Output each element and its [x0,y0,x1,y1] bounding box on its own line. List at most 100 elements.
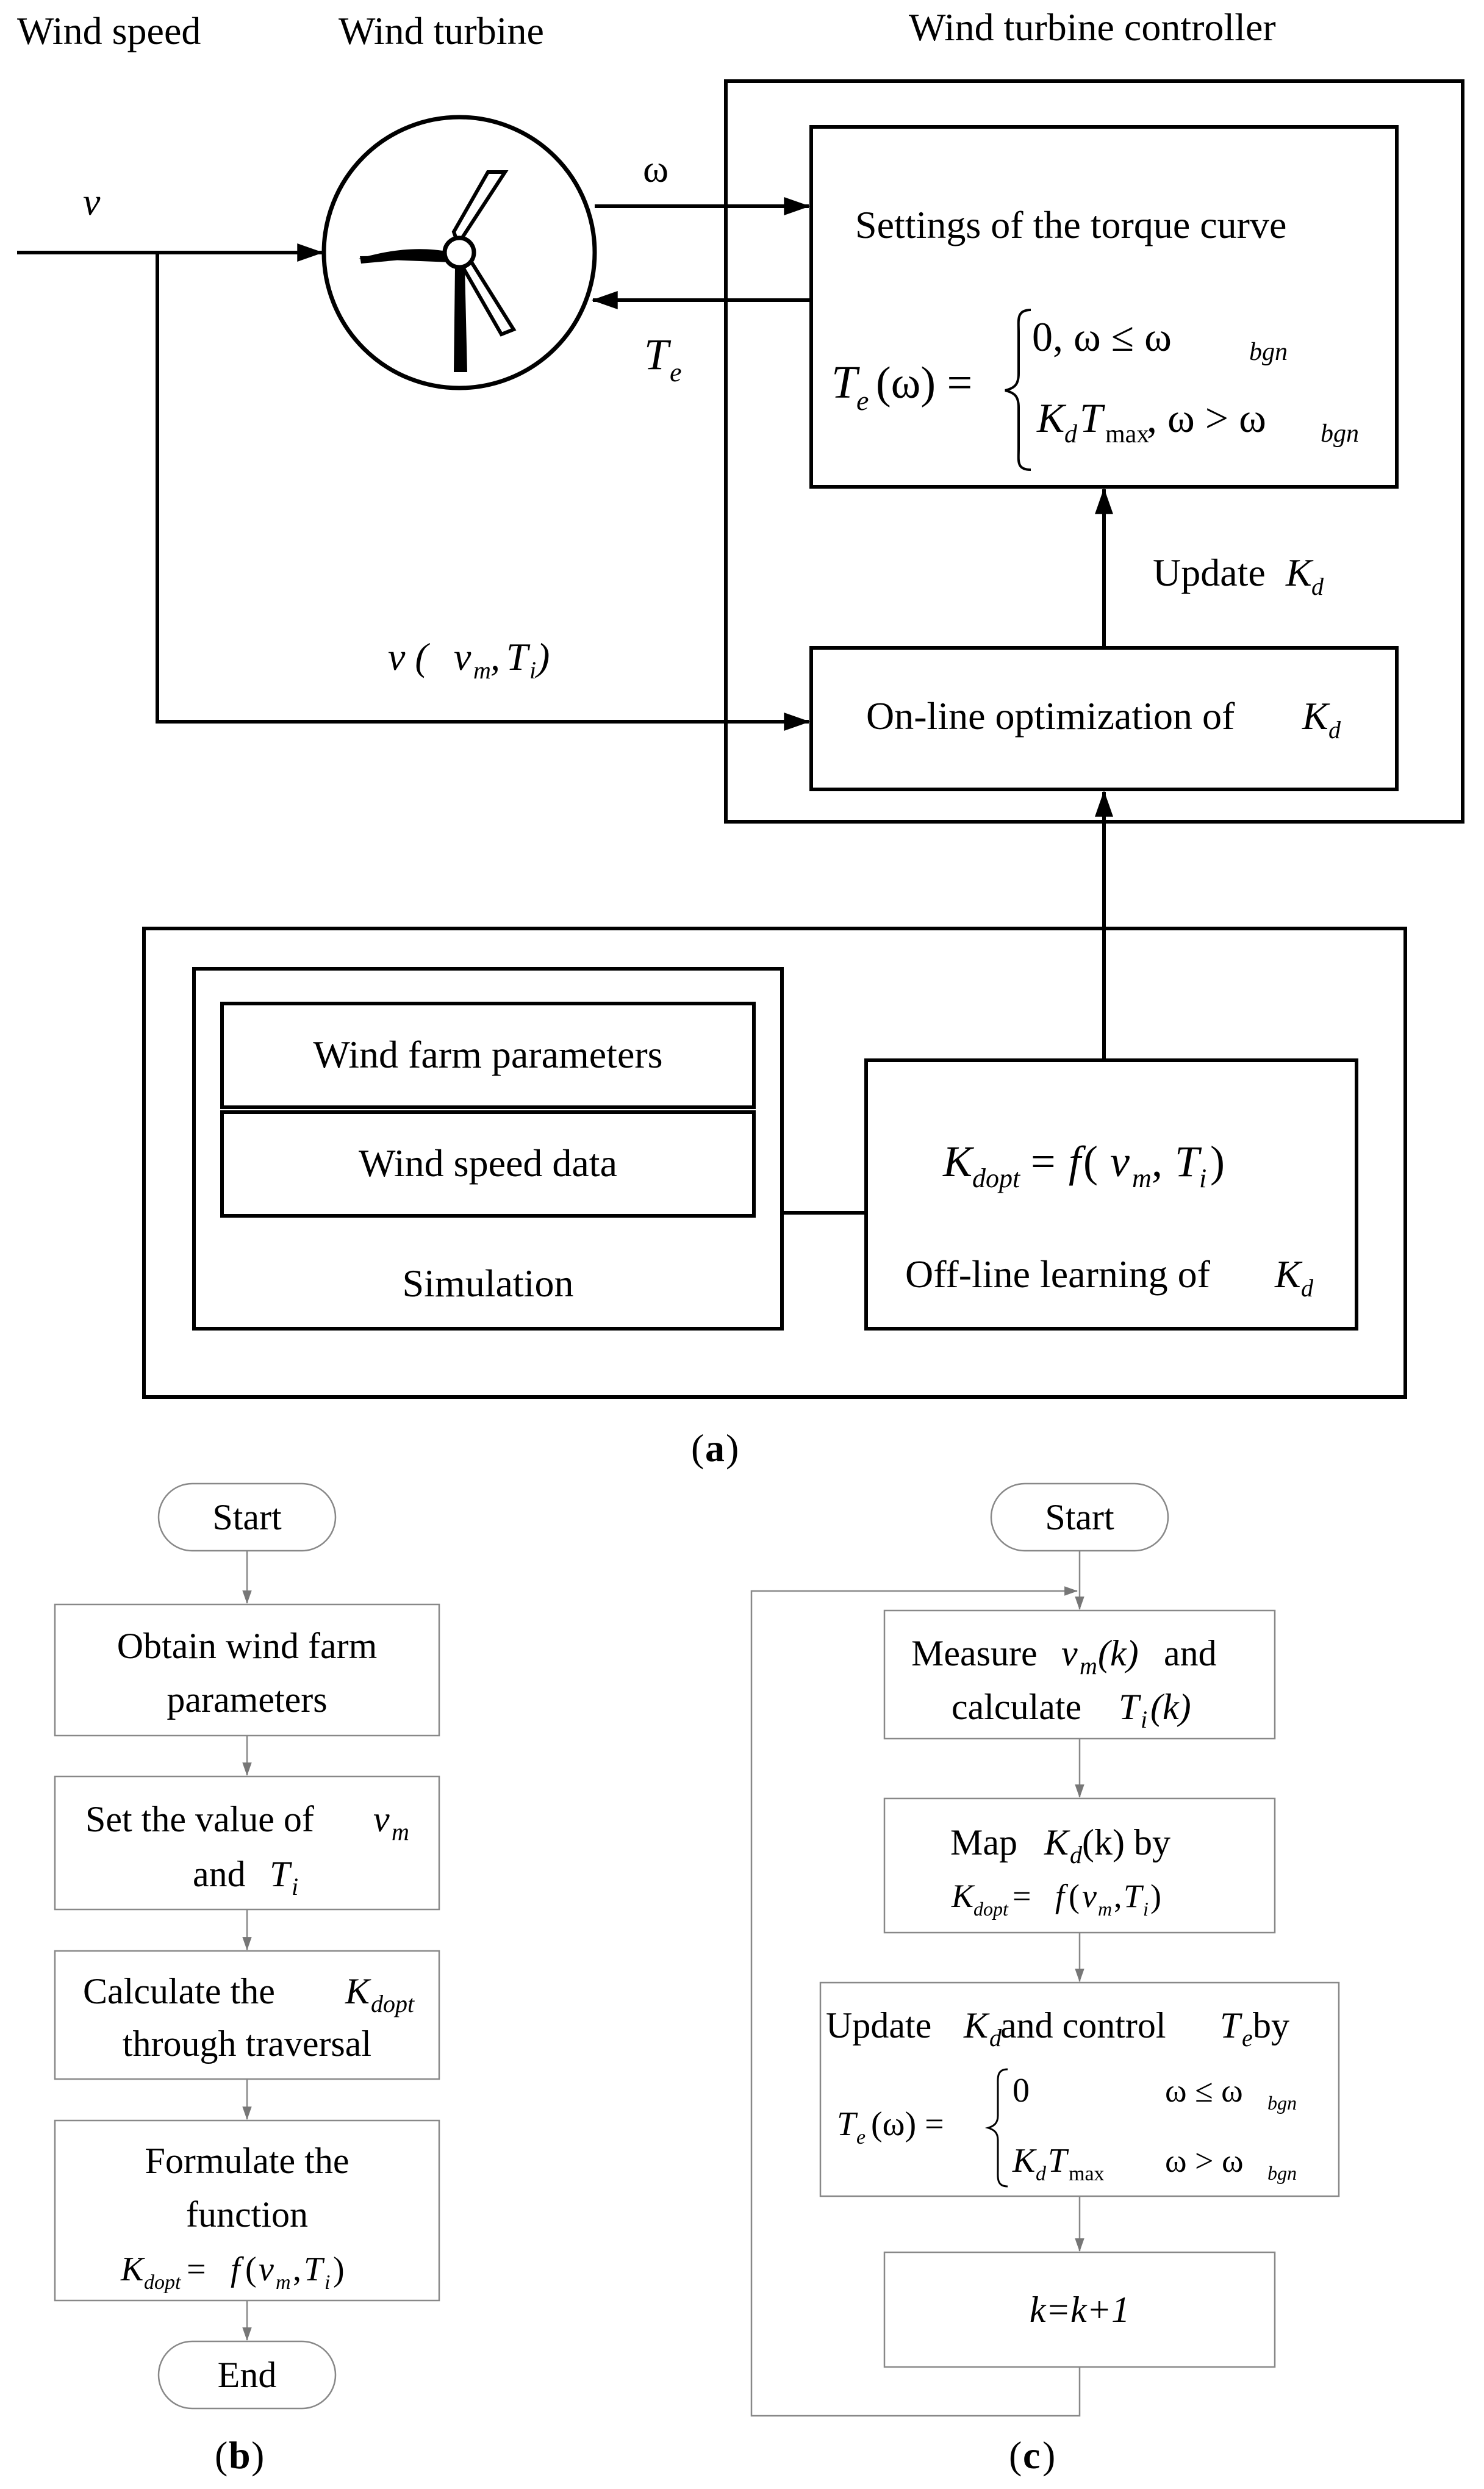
step-b-4-formula: K dopt = f ( v m , T i ) [120,2250,345,2294]
svg-text:): ) [1210,1137,1225,1186]
svg-text:d: d [1070,1841,1083,1869]
svg-text:K: K [1044,1822,1070,1862]
svg-text:and: and [193,1854,246,1894]
svg-text:Map: Map [950,1822,1017,1862]
svg-text:i: i [292,1873,298,1900]
svg-text:ω ≤ ω: ω ≤ ω [1165,2072,1243,2109]
svg-text:m: m [392,1818,409,1845]
svg-text:): ) [333,2250,345,2288]
wind-turbine-icon [321,115,597,390]
svg-text:v: v [373,1799,390,1839]
svg-text:e: e [856,2126,866,2149]
step-c-3-box [819,1981,1340,2197]
step-b-1-line2: parameters [167,1679,327,1720]
svg-text:Measure: Measure [911,1633,1038,1673]
svg-text:Set the value of: Set the value of [85,1799,314,1839]
step-b-1-box [54,1603,440,1737]
svg-text:0, ω ≤ ω: 0, ω ≤ ω [1032,314,1172,360]
v-label: v [83,180,101,223]
svg-text:K: K [951,1878,975,1914]
svg-text:m: m [276,2271,291,2294]
svg-text:T: T [1175,1137,1202,1186]
svg-text:v: v [259,2250,274,2288]
left-brace [1005,309,1031,471]
svg-text:=: = [1031,1137,1056,1186]
svg-text:(ω) =: (ω) = [876,358,972,408]
svg-text:=: = [1013,1878,1031,1914]
svg-text:K: K [963,2005,990,2045]
svg-text:T: T [644,330,672,379]
update-kd-label: Update K d [1153,551,1324,600]
svg-text:K: K [1036,395,1067,441]
offline-formula: K dopt = f ( v m , T i ) [942,1137,1225,1193]
svg-text:i: i [1143,1898,1149,1920]
wind-feedback-arrow [156,253,811,731]
svg-text:): ) [534,635,550,678]
svg-text:T: T [506,635,531,678]
svg-text:T: T [837,2105,858,2143]
step-c-1-line1: Measure v m (k) and [911,1633,1217,1679]
v-vm-ti-label: v ( v m , T i ) [388,635,550,684]
caption-a: ( a ) [691,1426,739,1470]
step-c-2-box [883,1797,1276,1934]
svg-text:(: ( [245,2250,257,2288]
step-c-3-formula: T e (ω) = 0 ω ≤ ω bgn K d T max ω > ω bg… [837,2068,1297,2188]
svg-text:T: T [1048,2142,1069,2180]
svg-text:d: d [1064,420,1078,448]
svg-text:): ) [1042,2433,1055,2477]
wind-turbine-label: Wind turbine [339,9,544,52]
svg-text:,: , [490,635,500,678]
simulation-box [192,967,784,1331]
svg-text:K: K [345,1971,371,2011]
svg-text:K: K [1285,551,1314,594]
omega-label: ω [643,147,669,190]
svg-text:bgn: bgn [1321,420,1359,448]
svg-text:d: d [1036,2163,1047,2185]
svg-text:T: T [270,1854,292,1894]
svg-text:i: i [1141,1706,1147,1733]
step-c-1-box [883,1609,1276,1740]
loop-back-arrow [750,1586,1081,2417]
panel-a: Wind speed Wind turbine Wind turbine con… [17,5,1464,1470]
svg-text:and: and [1164,1633,1217,1673]
panel-c: Start Measure v m (k) and calculate T i … [750,1482,1340,2477]
svg-text:T: T [1119,1687,1141,1727]
svg-text:K: K [120,2250,145,2288]
svg-text:v: v [1082,1878,1097,1914]
svg-text:max: max [1105,420,1149,448]
svg-text:max: max [1069,2163,1105,2185]
svg-text:(ω) =: (ω) = [871,2105,944,2143]
step-b-2-box [54,1775,440,1911]
svg-text:i: i [1199,1163,1206,1193]
svg-text:,: , [1152,1137,1163,1186]
svg-text:d: d [1311,573,1324,600]
svg-text:0: 0 [1013,2072,1030,2110]
svg-text:i: i [324,2271,330,2294]
svg-text:v: v [1061,1633,1078,1673]
svg-text:bgn: bgn [1249,338,1288,366]
svg-text:K: K [1012,2142,1037,2180]
svg-text:,: , [293,2250,301,2288]
svg-text:d: d [1301,1274,1314,1302]
step-c-2-line1: Map K d (k) by [950,1822,1170,1869]
svg-text:e: e [856,385,869,416]
svg-text:v: v [454,635,471,678]
step-b-4-line2: function [186,2194,308,2235]
svg-text:K: K [1274,1252,1303,1296]
svg-text:(: ( [1083,1137,1098,1186]
online-optimization-label: On-line optimization of K d [866,694,1341,744]
svg-text:bgn: bgn [1267,2162,1297,2184]
svg-text:,: , [1114,1878,1122,1914]
offline-learning-box [864,1058,1358,1331]
svg-text:c: c [1023,2433,1040,2477]
controller-frame [724,79,1464,824]
svg-text:): ) [726,1426,739,1470]
step-b-4-box [54,2119,440,2302]
svg-text:b: b [229,2433,251,2477]
svg-text:(: ( [691,1426,704,1470]
end-label-b: End [218,2355,277,2395]
caption-b: ( b ) [215,2433,264,2477]
panel-b: Start Obtain wind farm parameters Set th… [54,1482,440,2477]
torque-curve-formula: T e (ω) = 0, ω ≤ ω bgn K d T max , ω > ω… [831,309,1359,471]
